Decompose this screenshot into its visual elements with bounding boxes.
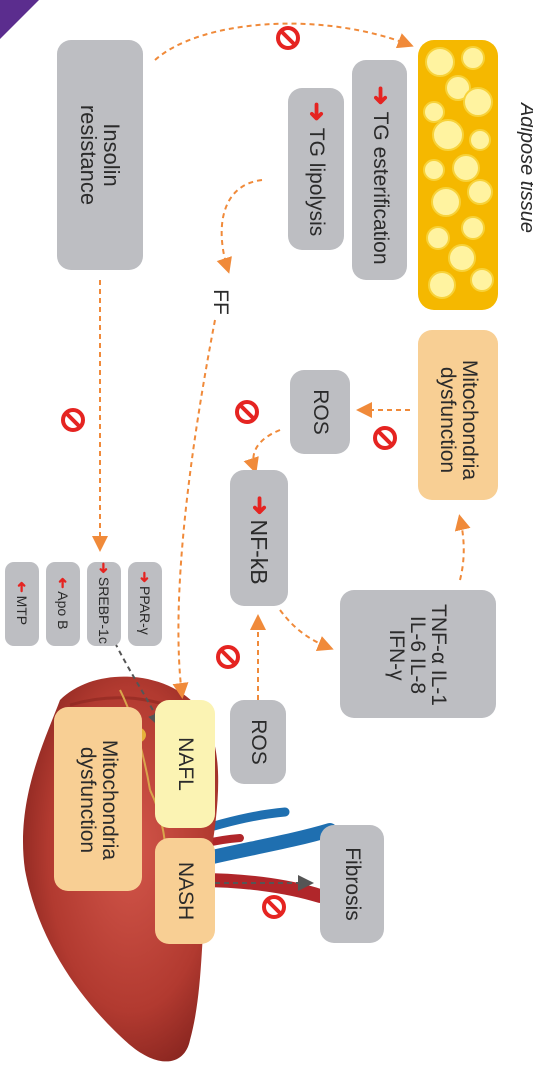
inhibit-icon xyxy=(216,645,240,669)
adipose-tissue-bar xyxy=(418,40,498,310)
nash-box xyxy=(155,838,215,944)
cytokines-label: TNF-α IL-1 IL-6 IL-8 IFN-γ xyxy=(385,604,451,706)
nafl-label: NAFL xyxy=(174,737,198,791)
up-arrow-icon: ➜ xyxy=(137,571,154,583)
fibrosis-box xyxy=(320,825,384,943)
mtp-box xyxy=(5,562,39,646)
tg-esterification-label: ➜ TG esterification xyxy=(366,85,394,265)
mitochondria-liver-label: Mitochondria dysfunction xyxy=(76,739,122,861)
up-arrow-icon: ➜ xyxy=(245,495,273,516)
inhibit-icon xyxy=(61,408,85,432)
apob-box xyxy=(46,562,80,646)
ros-bottom-box xyxy=(230,700,286,784)
ppar-label: ➜PPAR-γ xyxy=(137,571,154,635)
fat-cells-graphic xyxy=(423,46,494,299)
insulin-resistance-box xyxy=(57,40,143,270)
inhibit-icons xyxy=(61,26,397,919)
insulin-resistance-label: Insolin resistance xyxy=(76,104,124,206)
ros-bottom-label: ROS xyxy=(247,719,271,765)
mitochondria-top-label: Mitochondria dysfunction xyxy=(436,359,482,481)
fibrosis-label: Fibrosis xyxy=(341,847,365,921)
ppar-box xyxy=(128,562,162,646)
mtp-label: ➜MTP xyxy=(13,580,31,626)
up-arrow-icon: ➜ xyxy=(96,562,113,574)
nafl-box xyxy=(155,700,215,828)
inhibit-icon xyxy=(235,400,259,424)
nfkb-label: ➜ NF-kB xyxy=(245,495,273,585)
inhibit-icon xyxy=(262,895,286,919)
down-arrow-icon: ➜ xyxy=(13,580,30,593)
mitochondria-top-box xyxy=(418,330,498,500)
tg-esterification-box xyxy=(352,60,407,280)
cytokines-box xyxy=(340,590,496,718)
srebp-box xyxy=(87,562,121,646)
adipose-tissue-label: Adipose tissue xyxy=(516,102,533,234)
ros-top-box xyxy=(290,370,350,454)
up-arrow-icon: ➜ xyxy=(366,85,394,106)
up-arrow-icon: ➜ xyxy=(302,101,330,122)
mitochondria-liver-box xyxy=(54,707,142,891)
ros-top-label: ROS xyxy=(309,389,333,435)
tg-lipolysis-label: ➜ TG lipolysis xyxy=(302,101,330,237)
apob-label: ➜Apo B xyxy=(54,576,72,630)
ff-label: FF xyxy=(209,289,233,315)
srebp-label: ➜SREBP-1c xyxy=(96,562,113,644)
connector-arrows xyxy=(92,22,471,700)
nfkb-box xyxy=(230,470,288,606)
inhibit-icon xyxy=(276,26,300,50)
tg-lipolysis-box xyxy=(288,88,344,250)
nash-label: NASH xyxy=(174,861,198,921)
down-arrow-icon: ➜ xyxy=(54,576,71,589)
inhibit-icon xyxy=(373,426,397,450)
